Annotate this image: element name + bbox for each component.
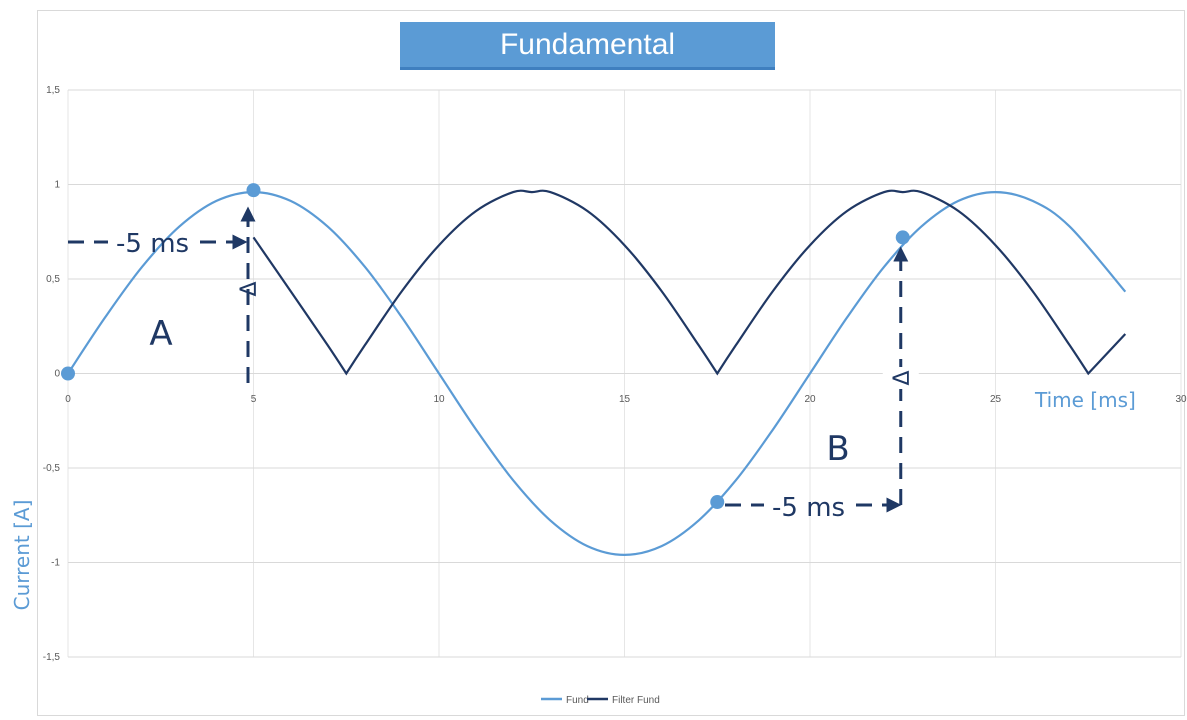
data-point-marker [61,366,75,381]
delta-label-a: Δ [237,281,262,296]
data-point-marker [895,230,910,245]
x-tick-label: 5 [251,394,257,405]
x-tick-label: 25 [990,394,1002,405]
x-tick-label: 30 [1175,394,1187,405]
legend-label-fund: Fund [566,695,589,706]
y-axis-label: Current [A] [10,500,34,611]
delta-label-b-bg [882,367,919,389]
delta-label-b: Δ [890,370,915,385]
region-label-b: B [826,429,849,469]
x-tick-label: 0 [65,394,71,405]
x-axis-label: Time [ms] [1034,388,1136,412]
tick-labels: 0 5 10 15 20 25 30 1,5 1 0,5 0 -0,5 -1 -1,5 [43,85,1187,663]
data-point-marker [710,495,725,510]
y-tick-label: 1 [54,180,60,191]
annotations: -5 ms Δ A -5 ms Δ B [68,206,919,523]
data-point-marker [246,183,261,198]
series-line-filter-fund [252,189,1127,376]
chart-title: Fundamental [400,22,775,70]
x-tick-label: 10 [433,394,445,405]
data-markers [61,183,910,510]
grid-lines [67,89,1182,658]
y-tick-label: -1 [51,558,60,569]
legend-label-filter-fund: Filter Fund [612,695,660,706]
x-tick-label: 15 [619,394,631,405]
chart-frame [37,10,1185,716]
y-tick-label: -0,5 [43,463,61,474]
legend: Fund Filter Fund [541,695,660,706]
y-tick-label: -1,5 [43,652,61,663]
series-line-fund [67,190,1127,557]
y-tick-label: 1,5 [46,85,60,96]
series-lines [67,189,1127,557]
y-tick-label: 0 [54,369,60,380]
y-tick-label: 0,5 [46,274,60,285]
region-label-a: A [149,314,172,354]
x-tick-label: 20 [804,394,816,405]
shift-label-b: -5 ms [772,493,845,523]
shift-label-a: -5 ms [116,229,189,259]
